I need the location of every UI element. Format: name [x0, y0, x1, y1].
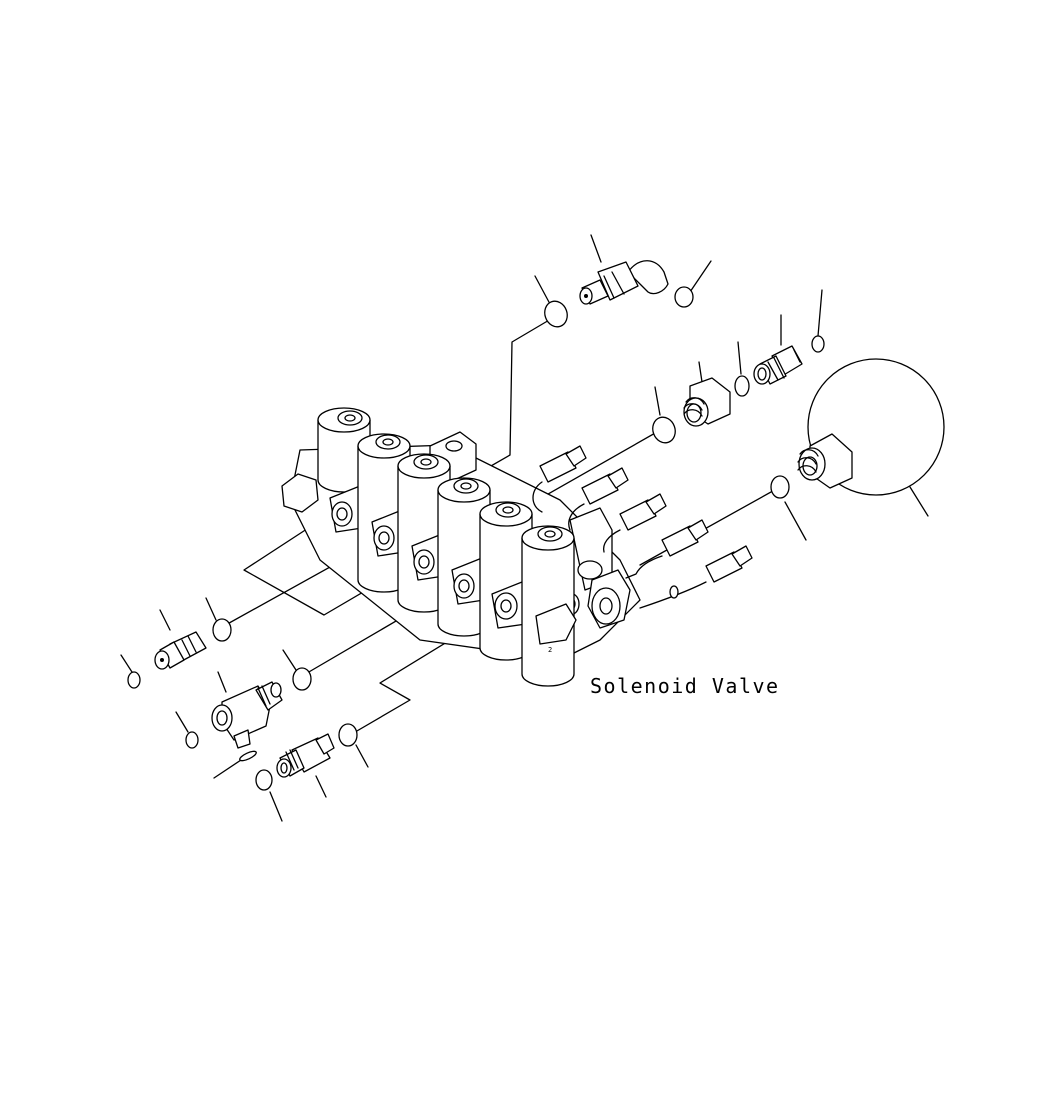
elbow-fitting [579, 260, 669, 305]
solenoid-coil-2 [357, 433, 419, 593]
connector-2 [568, 467, 629, 531]
leader-lines [120, 234, 929, 822]
solenoid-valve-assembly: 2 [281, 407, 641, 687]
connector-3 [602, 493, 667, 553]
solenoid-coil-5 [479, 501, 541, 661]
straight-fitting-bottom [276, 733, 335, 778]
connector-4 [625, 519, 709, 579]
svg-text:2: 2 [548, 646, 552, 654]
straight-fitting-top [753, 345, 803, 385]
o-rings [127, 286, 825, 791]
hex-plug [683, 377, 731, 427]
connector-1 [532, 445, 587, 513]
solenoid-coil-1 [317, 407, 377, 533]
straight-fitting-left [154, 631, 207, 670]
accumulator [797, 358, 945, 496]
solenoid-coil-6: 2 [521, 525, 577, 687]
diagram-caption: Solenoid Valve [590, 674, 780, 698]
electrical-connectors [532, 445, 753, 609]
connector-5 [639, 545, 753, 609]
tee-fitting [211, 681, 283, 749]
